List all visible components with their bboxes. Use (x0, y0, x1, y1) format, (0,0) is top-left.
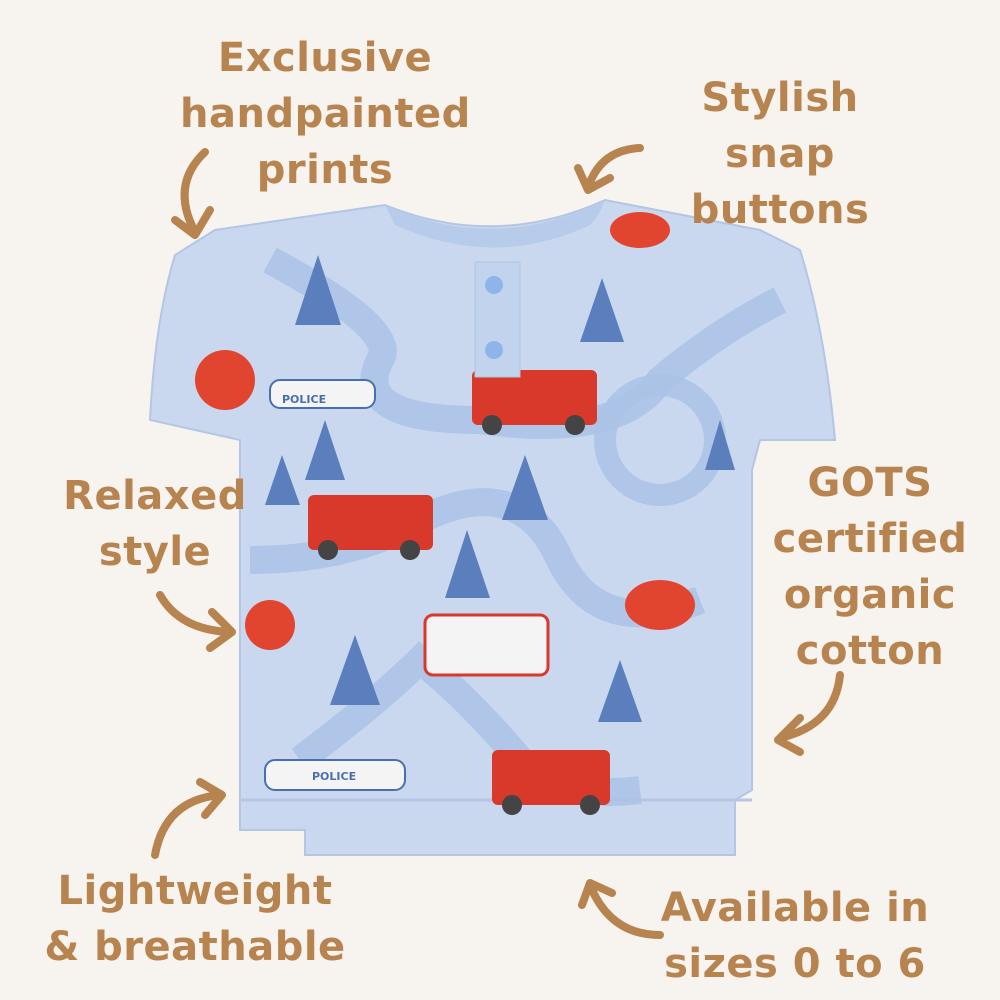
arrow-icon (574, 144, 644, 194)
t-shirt (148, 198, 837, 856)
arrow-icon (156, 591, 236, 652)
fire-truck-prints (308, 370, 610, 815)
snap-button (485, 341, 503, 359)
callout-handpainted-prints: Exclusive handpainted prints (180, 35, 471, 193)
callout-lightweight-breathable: Lightweight & breathable (44, 868, 346, 970)
arrow-icon (578, 879, 664, 939)
police-text: POLICE (312, 770, 356, 783)
tree-icons (265, 255, 735, 722)
police-text: POLICE (282, 393, 326, 406)
arrow-icon (774, 671, 844, 756)
snap-button (485, 276, 503, 294)
callout-snap-buttons: Stylish snap buttons (690, 75, 870, 233)
arrow-icon (171, 148, 214, 239)
callout-gots-cotton: GOTS certified organic cotton (772, 460, 968, 674)
arrow-icon (151, 778, 226, 859)
helicopter-prints (195, 212, 695, 650)
callout-relaxed-style: Relaxed style (63, 473, 247, 575)
police-car-prints (264, 379, 406, 791)
ambulance-print (423, 613, 550, 677)
callout-available-sizes: Available in sizes 0 to 6 (660, 885, 930, 987)
